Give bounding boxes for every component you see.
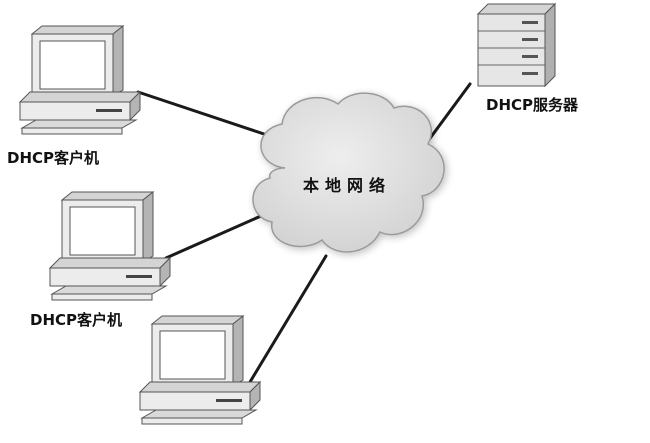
cloud-label: 本地网络 bbox=[303, 176, 392, 195]
client-1-label: DHCP客户机 bbox=[7, 149, 100, 167]
link-client-2 bbox=[164, 210, 272, 260]
cloud-shape bbox=[252, 92, 445, 253]
client-2-label: DHCP客户机 bbox=[30, 311, 123, 329]
dhcp-server-icon bbox=[476, 2, 557, 88]
server-label: DHCP服务器 bbox=[486, 96, 579, 114]
link-client-1 bbox=[136, 90, 284, 142]
local-network-cloud bbox=[252, 92, 445, 253]
client-computer-1-icon bbox=[18, 24, 142, 135]
client-computer-3-icon bbox=[138, 314, 262, 425]
link-client-3 bbox=[248, 254, 328, 384]
client-computer-2-icon bbox=[48, 190, 172, 301]
